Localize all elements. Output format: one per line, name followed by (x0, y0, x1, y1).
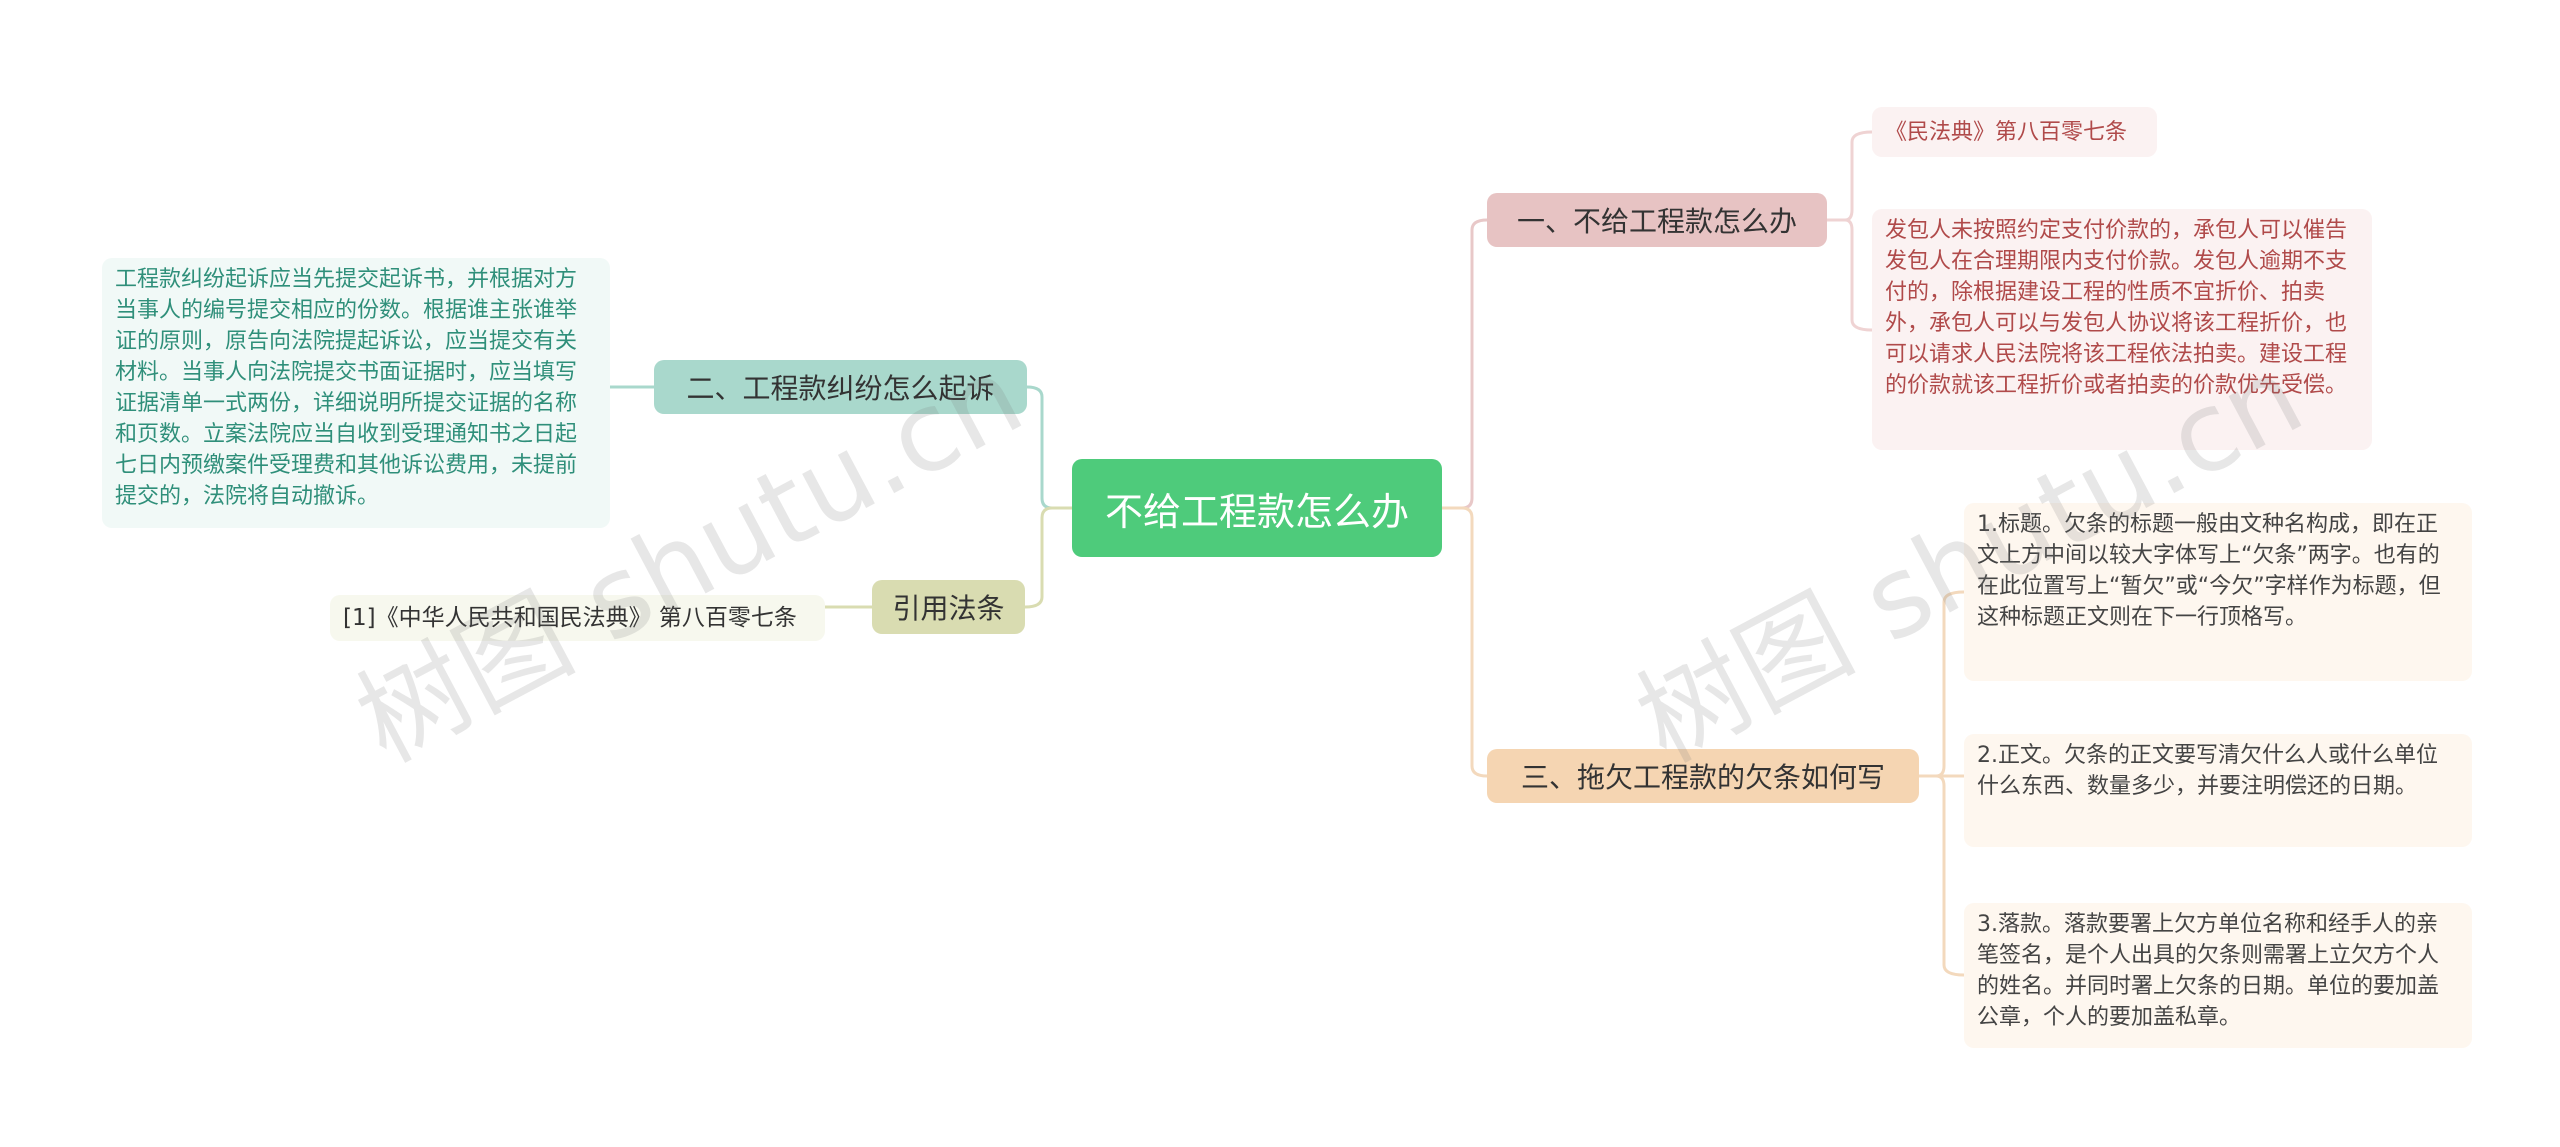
leaf-iou-title[interactable]: 1.标题。欠条的标题一般由文种名构成，即在正文上方中间以较大字体写上“欠条”两字… (1964, 503, 2472, 681)
leaf-civil-code-article[interactable]: 《民法典》第八百零七条 (1872, 107, 2157, 157)
leaf-cited-law[interactable]: [1]《中华人民共和国民法典》 第八百零七条 (330, 595, 825, 641)
leaf-lawsuit-procedure[interactable]: 工程款纠纷起诉应当先提交起诉书，并根据对方当事人的编号提交相应的份数。根据谁主张… (102, 258, 610, 528)
leaf-iou-signature[interactable]: 3.落款。落款要署上欠方单位名称和经手人的亲笔签名，是个人出具的欠条则需署上立欠… (1964, 903, 2472, 1048)
leaf-article-text[interactable]: 发包人未按照约定支付价款的，承包人可以催告发包人在合理期限内支付价款。发包人逾期… (1872, 209, 2372, 450)
central-topic[interactable]: 不给工程款怎么办 (1072, 459, 1442, 557)
branch-topic-3[interactable]: 引用法条 (872, 580, 1025, 634)
branch-topic-4[interactable]: 三、拖欠工程款的欠条如何写 (1487, 749, 1919, 803)
branch-topic-1[interactable]: 一、不给工程款怎么办 (1487, 193, 1827, 247)
leaf-iou-body[interactable]: 2.正文。欠条的正文要写清欠什么人或什么单位什么东西、数量多少，并要注明偿还的日… (1964, 734, 2472, 847)
branch-topic-2[interactable]: 二、工程款纠纷怎么起诉 (654, 360, 1027, 414)
